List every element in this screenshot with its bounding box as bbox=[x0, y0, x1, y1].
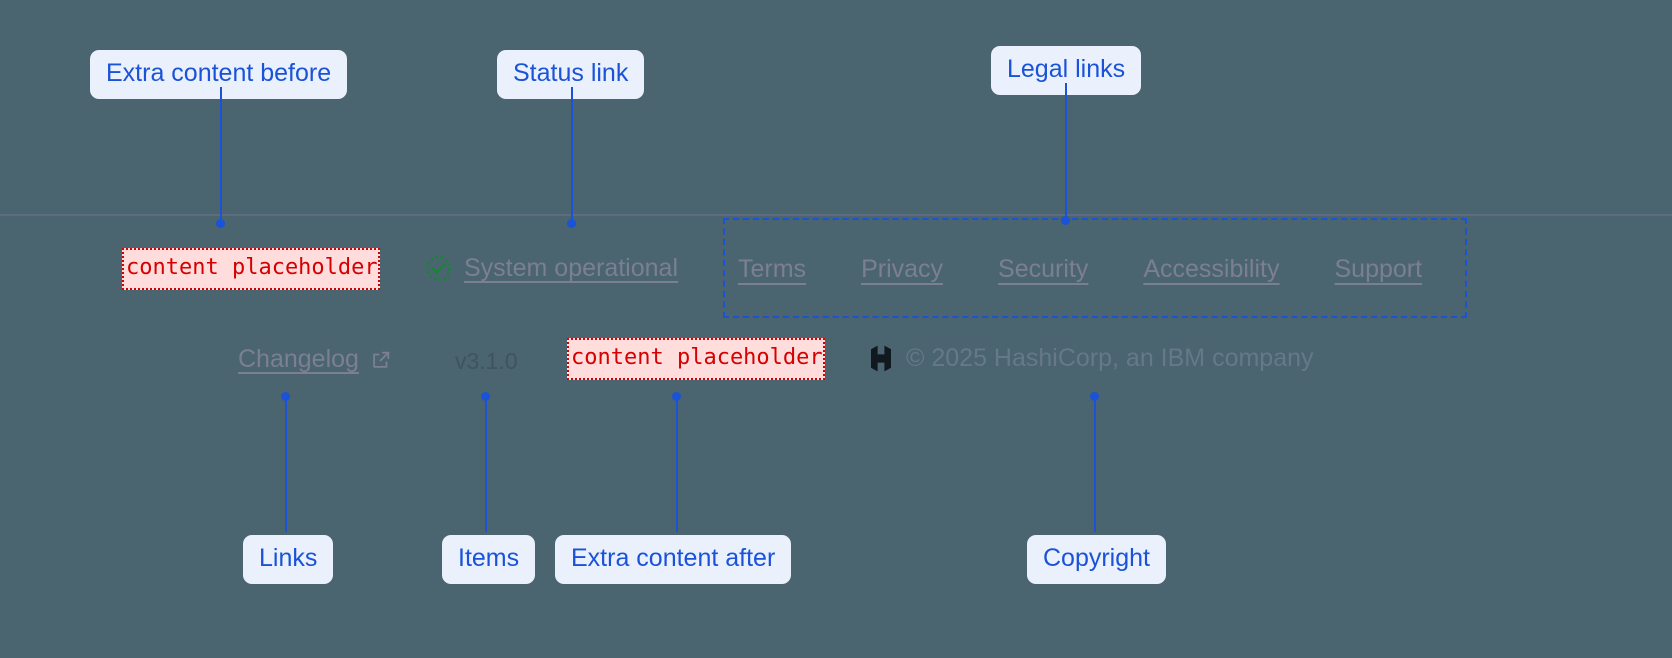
extra-content-after-placeholder: content placeholder bbox=[567, 338, 825, 380]
legal-link-support[interactable]: Support bbox=[1334, 255, 1423, 283]
copyright-row: © 2025 HashiCorp, an IBM company bbox=[868, 344, 1314, 373]
legal-link-security[interactable]: Security bbox=[998, 255, 1089, 283]
changelog-link-label: Changelog bbox=[238, 345, 359, 373]
leader-dot-extra-content-after bbox=[672, 392, 681, 401]
leader-line-extra-content-after bbox=[676, 397, 678, 532]
leader-line-status-link bbox=[571, 87, 573, 222]
status-link-label: System operational bbox=[464, 254, 679, 282]
version-label: v3.1.0 bbox=[455, 348, 518, 374]
leader-line-links bbox=[285, 397, 287, 532]
hashicorp-logo bbox=[868, 344, 894, 373]
callout-status-link: Status link bbox=[497, 50, 645, 99]
leader-line-extra-content-before bbox=[220, 87, 222, 222]
legal-link-terms[interactable]: Terms bbox=[738, 255, 807, 283]
callout-extra-content-after: Extra content after bbox=[555, 535, 792, 584]
extra-content-before-placeholder: content placeholder bbox=[122, 248, 380, 290]
callout-legal-links: Legal links bbox=[991, 46, 1142, 95]
external-link-icon bbox=[370, 349, 392, 371]
highlight-box-legal-links bbox=[723, 218, 1467, 318]
leader-line-legal-links bbox=[1065, 83, 1067, 221]
leader-line-items bbox=[485, 397, 487, 532]
leader-dot-status-link bbox=[567, 219, 576, 228]
check-circle-icon bbox=[425, 255, 452, 282]
leader-dot-copyright bbox=[1090, 392, 1099, 401]
callout-extra-content-before: Extra content before bbox=[90, 50, 348, 99]
callout-copyright: Copyright bbox=[1027, 535, 1166, 584]
leader-dot-items bbox=[481, 392, 490, 401]
footer-region bbox=[0, 214, 1672, 606]
leader-dot-extra-content-before bbox=[216, 219, 225, 228]
leader-dot-legal-links bbox=[1061, 216, 1070, 225]
leader-line-copyright bbox=[1094, 397, 1096, 532]
leader-dot-links bbox=[281, 392, 290, 401]
status-link[interactable]: System operational bbox=[425, 254, 678, 283]
copyright-text: © 2025 HashiCorp, an IBM company bbox=[906, 344, 1314, 372]
legal-link-accessibility[interactable]: Accessibility bbox=[1143, 255, 1280, 283]
legal-links-list: Terms Privacy Security Accessibility Sup… bbox=[738, 255, 1422, 284]
changelog-link[interactable]: Changelog bbox=[238, 345, 392, 374]
legal-link-privacy[interactable]: Privacy bbox=[861, 255, 944, 283]
callout-items: Items bbox=[442, 535, 536, 584]
callout-links: Links bbox=[243, 535, 334, 584]
